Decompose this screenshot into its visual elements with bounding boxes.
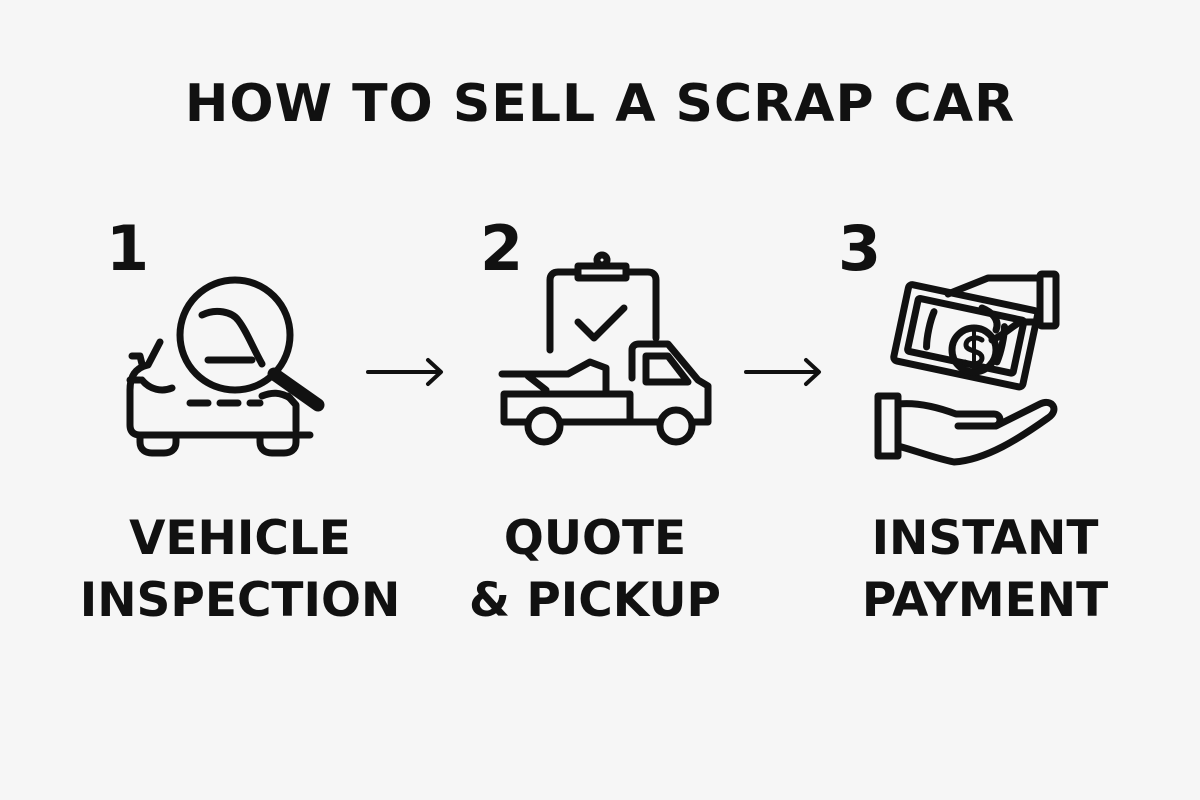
step-label: QUOTE & PICKUP <box>420 508 770 632</box>
step-label: INSTANT PAYMENT <box>800 508 1170 632</box>
right-arrow-icon <box>744 358 821 386</box>
step-number: 1 <box>106 212 150 285</box>
step-number: 2 <box>480 212 524 285</box>
step-label-line-2: PAYMENT <box>861 573 1109 628</box>
page-title: HOW TO SELL A SCRAP CAR <box>184 74 1016 134</box>
car-inspection-icon <box>126 276 325 457</box>
right-arrow-icon <box>366 358 443 386</box>
tow-truck-clipboard-icon <box>498 251 712 446</box>
step-label-line-2: INSPECTION <box>79 573 401 628</box>
step-label-line-1: INSTANT <box>871 511 1099 566</box>
cash-payment-icon <box>874 270 1060 466</box>
step-label: VEHICLE INSPECTION <box>60 508 420 632</box>
step-number: 3 <box>838 212 882 285</box>
step-label-line-1: VEHICLE <box>129 511 351 566</box>
step-label-line-1: QUOTE <box>503 511 687 566</box>
step-label-line-2: & PICKUP <box>469 573 721 628</box>
